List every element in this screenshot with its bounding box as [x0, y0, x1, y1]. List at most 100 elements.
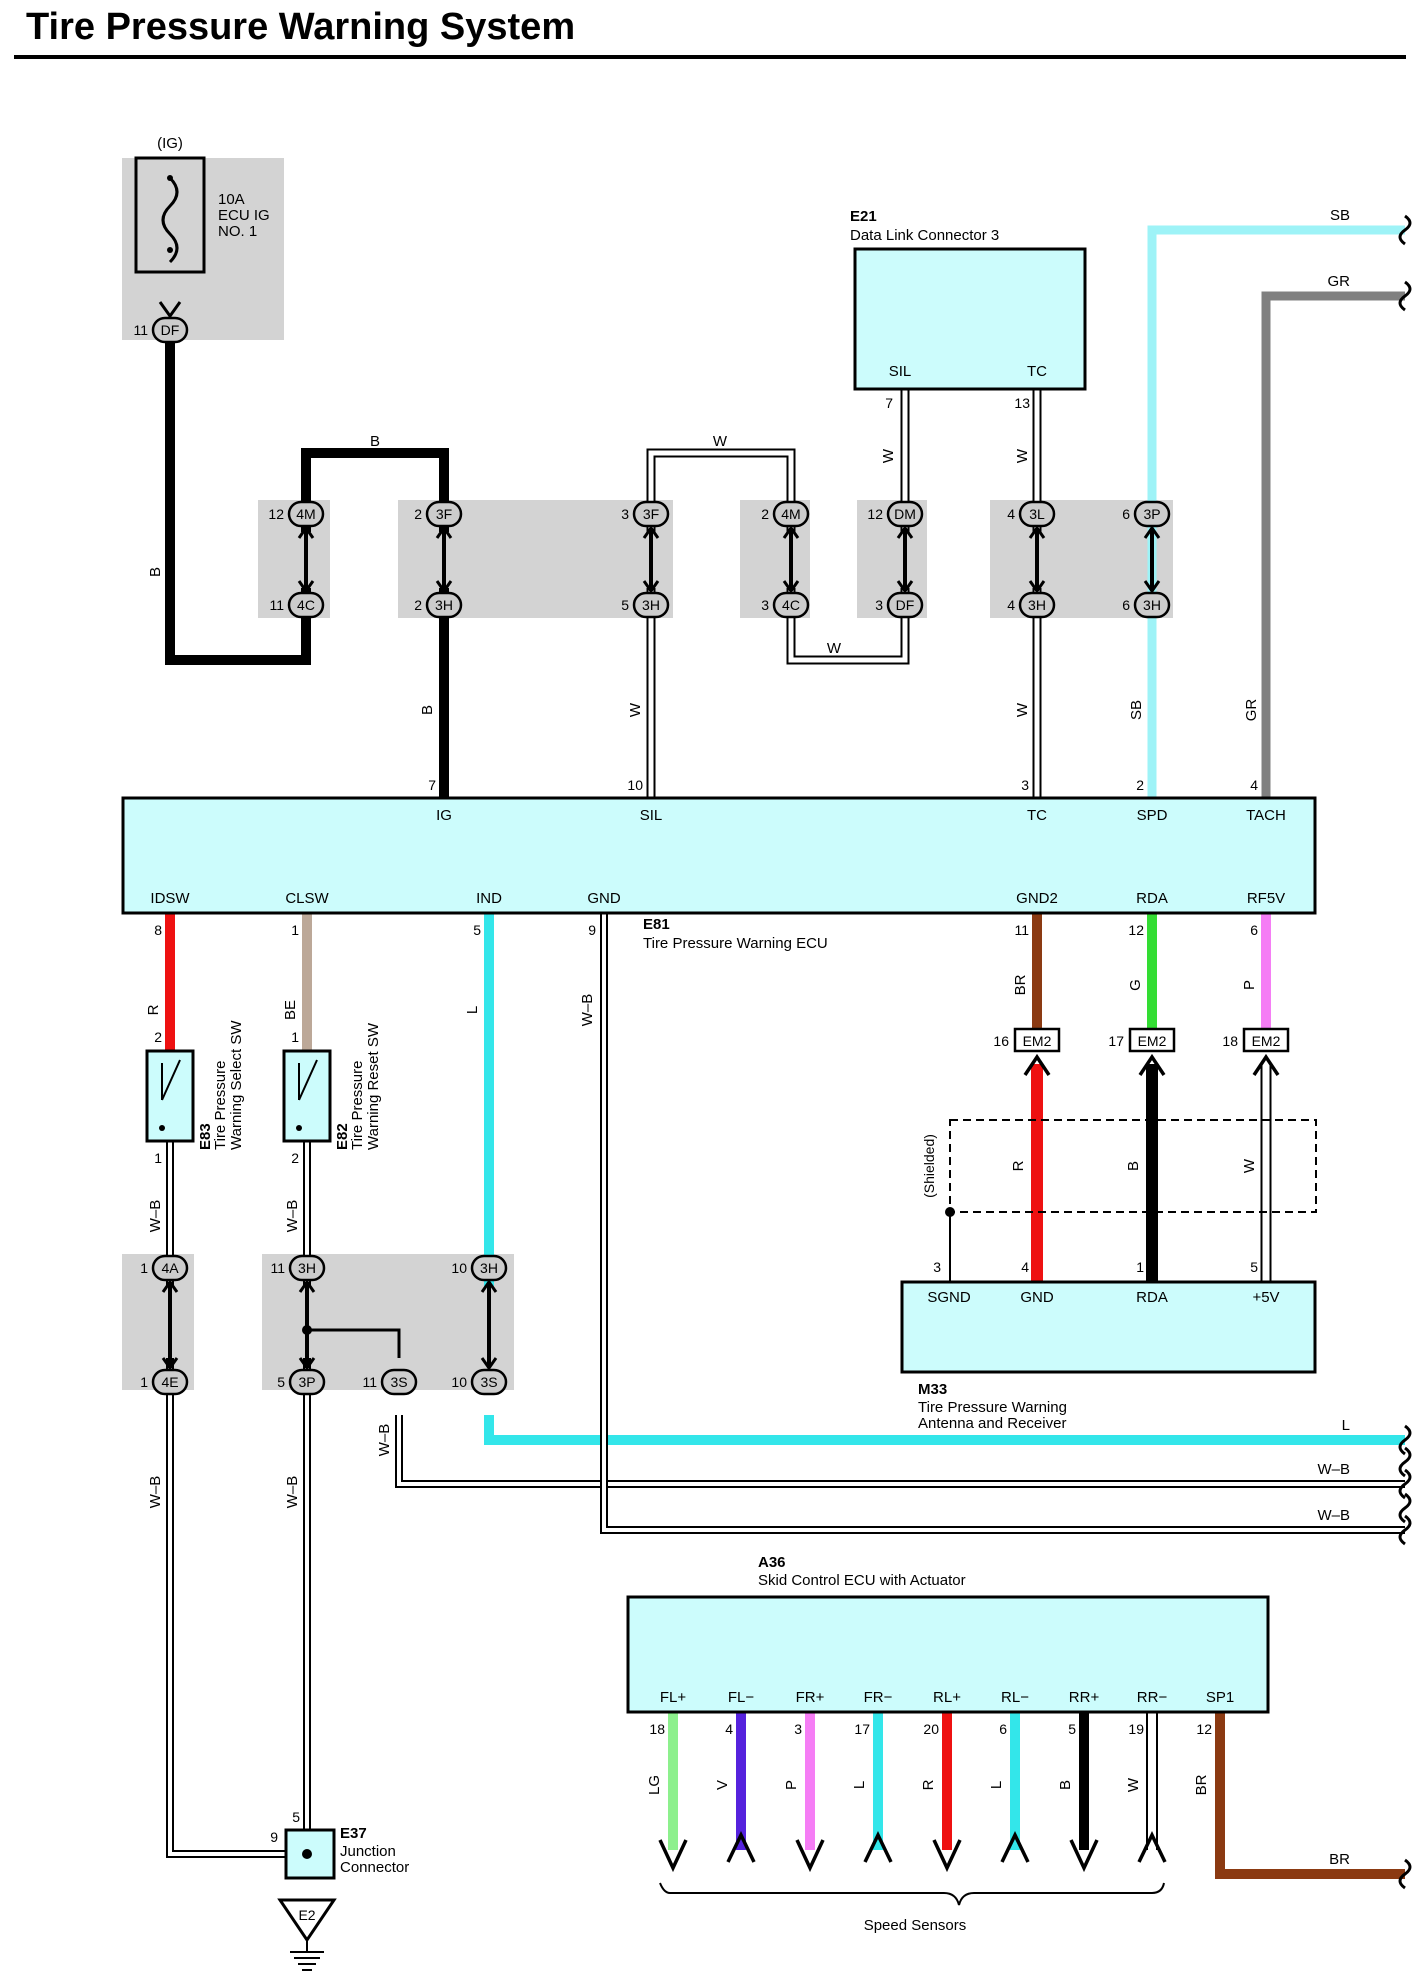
connector-3h-pin: 4 [1007, 597, 1015, 613]
switch-body [145, 1049, 195, 1143]
wire-color-label: W [1014, 448, 1031, 463]
wire-color-label: R [1010, 1160, 1027, 1171]
ecu-pin-label: RDA [1136, 890, 1168, 907]
connector-4c [772, 591, 810, 619]
mating-arrow-top [480, 1279, 498, 1293]
wire-color-label: W [1125, 1777, 1142, 1792]
switch-body [282, 1049, 332, 1143]
ecu-pin-label: GND2 [1016, 890, 1058, 907]
mating-arrow-bottom [161, 1357, 179, 1371]
connector-3f [632, 500, 670, 528]
wire-color-label: P [1241, 980, 1258, 990]
ground-label: E2 [298, 1907, 315, 1923]
ecu-pin-num: 1 [291, 922, 299, 938]
sensor-arrow-down [795, 1839, 825, 1873]
connector-df-fuse-code: DF [161, 322, 180, 338]
connector-3h-pin: 5 [621, 597, 629, 613]
wire-color-label: W [827, 640, 842, 657]
title-underline [14, 55, 1406, 59]
switch-name: Warning Select SW [228, 1020, 245, 1150]
fuse-box [134, 156, 206, 274]
connector-4c-code: 4C [782, 597, 800, 613]
connector-df-pin: 3 [875, 597, 883, 613]
sensor-arrow-up [726, 1830, 756, 1863]
receiver-name: Antenna and Receiver [918, 1415, 1066, 1432]
em2-arrow [1252, 1053, 1280, 1076]
ecu-pin-num: 6 [1250, 922, 1258, 938]
junction-pin: 9 [270, 1829, 278, 1845]
connector-3f-pin: 2 [414, 506, 422, 522]
connector-3s-code: 3S [390, 1374, 407, 1390]
connector-3h-code: 3H [1028, 597, 1046, 613]
ecu-pin-label: SIL [640, 807, 663, 824]
mating-arrow-top [297, 525, 315, 539]
connector-3f [425, 500, 463, 528]
mating-arrow-top [896, 525, 914, 539]
connector-3h-pin: 11 [270, 1260, 285, 1276]
connector-3l-code: 3L [1029, 506, 1045, 522]
tire-pressure-warning-ecu [121, 796, 1317, 915]
skid-pin-num: 4 [725, 1721, 733, 1737]
mating-arrow-bottom [298, 1357, 316, 1371]
skid-ecu-name: Skid Control ECU with Actuator [758, 1572, 966, 1589]
connector-3l [1018, 500, 1056, 528]
connector-3h [288, 1254, 326, 1282]
connector-dm-code: DM [894, 506, 916, 522]
skid-pin-label: SP1 [1206, 1689, 1234, 1706]
connector-3f-pin: 3 [621, 506, 629, 522]
sensor-arrow-down [1069, 1839, 1099, 1873]
connector-3s [380, 1368, 418, 1396]
junction-pin: 5 [292, 1809, 300, 1825]
splice-dot [302, 1325, 312, 1335]
mating-arrow-top [642, 525, 660, 539]
sensor-arrow-down [658, 1839, 688, 1873]
em2-pin: 17 [1108, 1033, 1124, 1049]
ground-symbol [277, 1898, 337, 1943]
switch-code: E83 [197, 1123, 214, 1150]
connector-4m-pin: 2 [761, 506, 769, 522]
skid-pin-label: FR+ [796, 1689, 825, 1706]
wire-w-sil-loop-core [788, 588, 908, 663]
wire-color-label: B [419, 705, 436, 715]
wire-sb [1147, 225, 1405, 798]
switch-pin: 2 [291, 1150, 299, 1166]
dlc-pin-num: 7 [885, 395, 893, 411]
switch-name: Warning Reset SW [365, 1022, 382, 1150]
sp1-wire [1215, 1712, 1405, 1879]
offpage-break [1398, 1858, 1412, 1890]
fuse-rating: 10A [218, 191, 245, 208]
wire-wb-select-ground-core [168, 1358, 286, 1856]
skid-pin-label: RL− [1001, 1689, 1029, 1706]
wire-color-label: W [713, 433, 728, 450]
data-link-connector [853, 247, 1087, 391]
wire-l-out [484, 1415, 1405, 1445]
connector-3s [470, 1368, 508, 1396]
connector-dm-pin: 12 [867, 506, 883, 522]
offpage-break [1398, 280, 1412, 312]
receiver-pin-num: 3 [933, 1259, 941, 1275]
skid-pin-label: FR− [864, 1689, 893, 1706]
wire-color-label: L [988, 1781, 1005, 1789]
dlc-pin-tc: TC [1027, 363, 1047, 380]
mating-arrow-top [1028, 525, 1046, 539]
fuse-supply: (IG) [157, 135, 183, 152]
junction-name: Junction [340, 1843, 396, 1860]
switch-name: Tire Pressure [349, 1061, 366, 1150]
wire-color-label: BE [282, 1000, 299, 1020]
wire-wb-select-ground [166, 1358, 286, 1858]
offpage-break [1398, 1514, 1412, 1546]
wire-color-label: R [920, 1779, 937, 1790]
wire-color-label: W–B [147, 1200, 164, 1233]
connector-4a-code: 4A [161, 1260, 179, 1276]
ecu-pin-num: 11 [1014, 922, 1029, 938]
connector-3p-pin: 5 [277, 1374, 285, 1390]
skid-pin-label: RL+ [933, 1689, 961, 1706]
dlc-name: Data Link Connector 3 [850, 227, 999, 244]
wire-w-sil-top-core [648, 450, 794, 532]
offpage-label: GR [1328, 273, 1351, 290]
skid-pin-label: FL− [728, 1689, 755, 1706]
connector-3f-code: 3F [436, 506, 452, 522]
wire-color-label: W–B [147, 1476, 164, 1509]
skid-pin-num: 17 [854, 1721, 870, 1737]
skid-pin-label: RR+ [1069, 1689, 1100, 1706]
